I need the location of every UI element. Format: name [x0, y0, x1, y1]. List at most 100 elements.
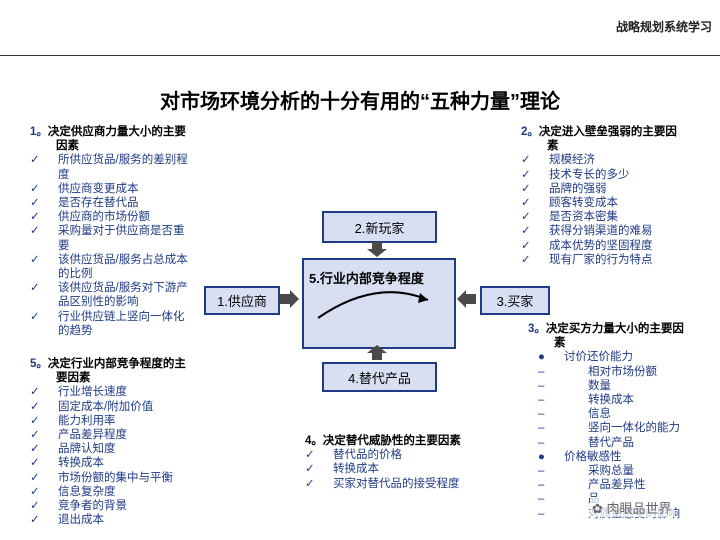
substitute-section: 4。决定替代威胁性的主要因素 ✓ 替代品的价格 ✓ 转换成本 ✓ 买家对替代品的接受程…: [305, 434, 515, 491]
entry-section: 2。决定进入壁垒强弱的主要因 素 ✓规模经济 ✓技术专长的多少 ✓品牌的强弱 ✓…: [521, 125, 716, 267]
list-item: 产品差异程度: [58, 429, 127, 442]
curved-arrow-icon: [317, 291, 429, 319]
substitute-box: 4.替代产品: [322, 362, 437, 392]
supplier-section-head: 1。决定供应商力量大小的主要: [30, 126, 186, 138]
buyer-box: 3.买家: [480, 286, 550, 315]
list-item: 竖向一体化的能力: [588, 422, 680, 435]
supplier-section: 1。决定供应商力量大小的主要 因素 ✓所供应货品/服务的差别程 度 ✓供应商变更…: [30, 125, 220, 338]
check-icon: ✓: [30, 500, 40, 513]
check-icon: ✓: [521, 154, 531, 167]
check-icon: ✓: [30, 457, 40, 470]
header-label: 战略规划系统学习: [615, 20, 712, 34]
list-item: 的比例: [58, 268, 93, 281]
check-icon: ✓: [30, 154, 40, 167]
entry-section-sub: 素: [547, 140, 559, 153]
list-item: 度: [58, 168, 70, 181]
supplier-label: 1.供应商: [217, 294, 267, 309]
list-item: 市场份额的集中与平衡: [58, 471, 173, 484]
list-item: 该供应货品/服务对下游产: [58, 282, 188, 295]
list-item: 该供应货品/服务占总成本: [58, 253, 188, 266]
check-icon: ✓: [521, 225, 531, 238]
arrow-right-icon: [280, 290, 299, 308]
check-icon: ✓: [521, 182, 531, 195]
list-item: 规模经济: [549, 154, 595, 167]
substitute-section-head: 4。决定替代威胁性的主要因素: [305, 435, 461, 447]
entry-section-head: 2。决定进入壁垒强弱的主要因: [521, 126, 677, 138]
check-icon: ✓: [30, 471, 40, 484]
check-icon: ✓: [30, 225, 40, 238]
supplier-box: 1.供应商: [204, 286, 280, 315]
list-item: 供应商变更成本: [58, 182, 139, 195]
list-item: 采购量对于供应商是否重: [58, 225, 185, 238]
list-item: 转换成本: [333, 463, 379, 476]
watermark-label: 肉眼品世界: [606, 501, 672, 516]
buyer-label: 3.买家: [496, 294, 534, 309]
watermark: ✿ 肉眼品世界: [590, 498, 674, 517]
rivalry-center-box: 5.行业内部竞争程度: [302, 258, 456, 349]
group-label: 价格敏感性: [564, 450, 622, 463]
list-item: 替代品的价格: [333, 449, 402, 462]
list-item: 采购总量: [588, 465, 634, 478]
dash-icon: –: [538, 394, 545, 407]
arrow-down-icon: [367, 242, 387, 257]
list-item: 获得分销渠道的难易: [549, 225, 653, 238]
list-item: 品牌认知度: [58, 443, 116, 456]
check-icon: ✓: [305, 477, 315, 490]
page-title: 对市场环境分析的十分有用的“五种力量”理论: [160, 91, 560, 113]
list-item: 转换成本: [58, 457, 104, 470]
check-icon: ✓: [30, 182, 40, 195]
arrow-up-icon: [367, 345, 387, 360]
list-item: 退出成本: [58, 514, 104, 527]
dash-icon: –: [538, 479, 545, 492]
list-item: 所供应货品/服务的差别程: [58, 154, 188, 167]
list-item: 供应商的市场份额: [58, 211, 150, 224]
dash-icon: –: [538, 436, 545, 449]
list-item: 替代产品: [588, 436, 634, 449]
list-item: 能力利用率: [58, 414, 116, 427]
rivalry-section-sub: 要因素: [56, 372, 91, 385]
rivalry-section-head: 5。决定行业内部竞争程度的主: [30, 358, 186, 370]
list-item: 的趋势: [58, 324, 93, 337]
list-item: 行业供应链上竖向一体化: [58, 310, 185, 323]
list-item: 信息复杂度: [58, 485, 116, 498]
check-icon: ✓: [521, 211, 531, 224]
dash-icon: –: [538, 493, 545, 506]
dash-icon: –: [538, 379, 545, 392]
check-icon: ✓: [521, 168, 531, 181]
list-item: 品区别性的影响: [58, 296, 139, 309]
new-entrant-label: 2.新玩家: [354, 220, 405, 236]
list-item: 转换成本: [588, 394, 634, 407]
check-icon: ✓: [521, 197, 531, 210]
buyer-section-head: 3。决定买方力量大小的主要因: [528, 323, 684, 335]
watermark-icon: ✿: [592, 501, 607, 516]
check-icon: ✓: [305, 449, 315, 462]
list-item: 竞争者的背景: [58, 500, 127, 513]
rivalry-center-label: 5.行业内部竞争程度: [309, 271, 424, 286]
check-icon: ✓: [30, 514, 40, 527]
check-icon: ✓: [30, 485, 40, 498]
header-divider: [0, 55, 720, 56]
check-icon: ✓: [30, 253, 40, 266]
list-item: 顾客转变成本: [549, 197, 618, 210]
list-item: 现有厂家的行为特点: [549, 253, 653, 266]
check-icon: ✓: [30, 197, 40, 210]
dash-icon: –: [538, 465, 545, 478]
check-icon: ✓: [521, 239, 531, 252]
dash-icon: –: [538, 507, 545, 520]
check-icon: ✓: [305, 463, 315, 476]
list-item: 数量: [588, 379, 611, 392]
substitute-label: 4.替代产品: [348, 370, 411, 386]
check-icon: ✓: [30, 429, 40, 442]
bullet-icon: ●: [538, 450, 545, 463]
list-item: 是否存在替代品: [58, 197, 139, 210]
check-icon: ✓: [30, 282, 40, 295]
check-icon: ✓: [30, 443, 40, 456]
list-item: 技术专长的多少: [549, 168, 630, 181]
list-item: 成本优势的坚固程度: [549, 239, 653, 252]
list-item: 买家对替代品的接受程度: [333, 477, 460, 490]
buyer-section-sub: 素: [554, 337, 566, 350]
check-icon: ✓: [521, 253, 531, 266]
list-item: 产品差异性: [588, 479, 646, 492]
list-item: 信息: [588, 408, 611, 421]
